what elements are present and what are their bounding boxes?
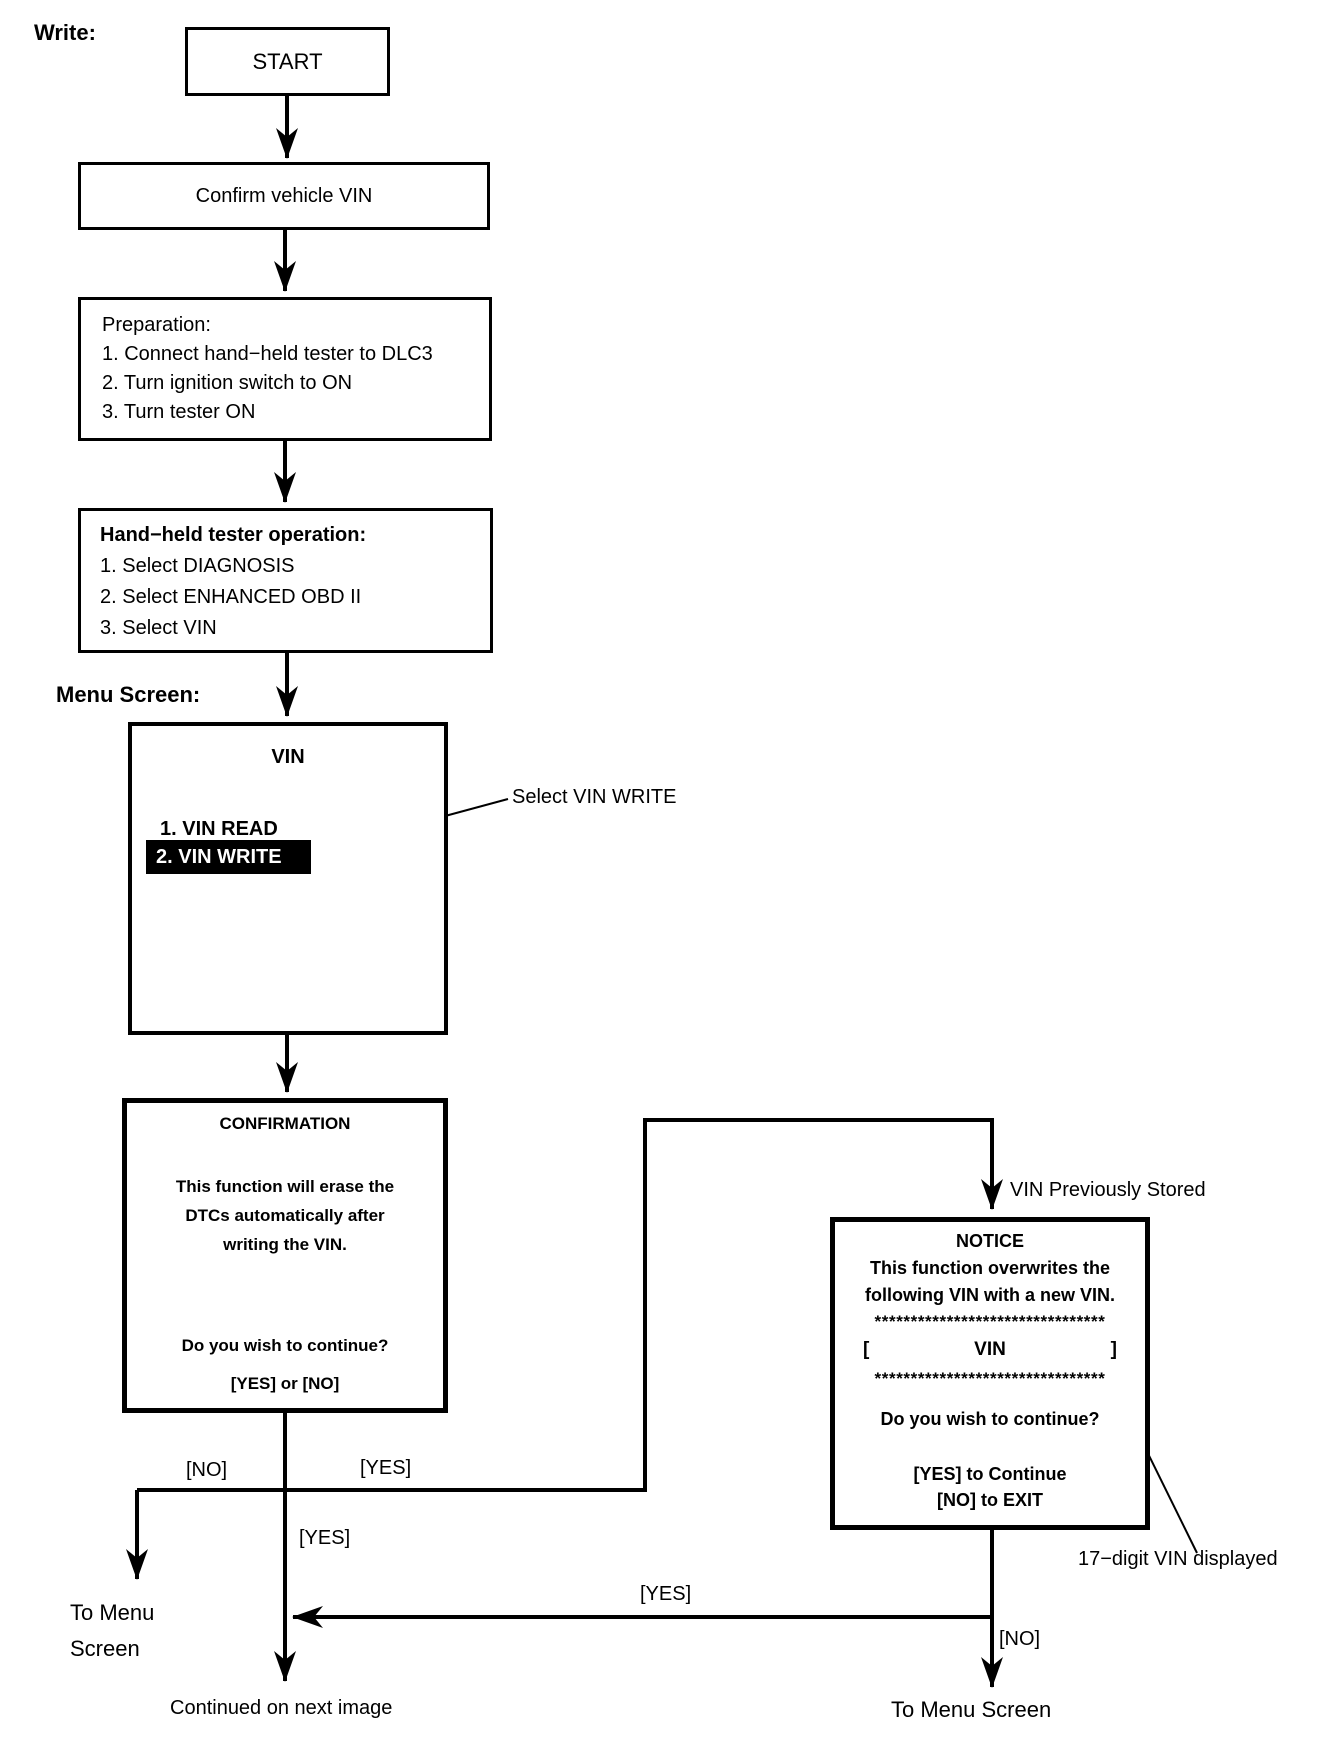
to-menu-screen-right-terminal: To Menu Screen [891,1697,1052,1722]
notice-vin-close-bracket: ] [1110,1339,1117,1360]
preparation-step-3: 3. Turn tester ON [102,401,256,423]
notice-body-2: following VIN with a new VIN. [864,1285,1115,1305]
confirmation-screen: CONFIRMATION This function will erase th… [122,1098,448,1413]
tester-operation-box: Hand−held tester operation: 1. Select DI… [78,508,493,653]
branch-label-yes-notice: [YES] [640,1583,692,1605]
start-box-label: START [252,48,323,74]
preparation-title: Preparation: [102,314,211,336]
notice-screen: NOTICE This function overwrites the foll… [830,1217,1150,1530]
to-menu-screen-left-terminal: To Menu Screen [70,1600,155,1661]
branch-label-yes-confirmation: [YES] [360,1457,412,1479]
tester-operation-step-3: 3. Select VIN [100,617,217,639]
write-section-label: Write: [34,20,96,45]
notice-yes-line: [YES] to Continue [913,1464,1067,1484]
vin-menu-screen: VIN 1. VIN READ 2. VIN WRITE [128,722,448,1035]
menu-screen-section-label: Menu Screen: [56,682,201,707]
seventeen-digit-vin-annotation: 17−digit VIN displayed [1078,1548,1278,1570]
line-yes-elbow-to-notice [137,1118,1003,1492]
branch-label-yes-continue: [YES] [299,1527,351,1549]
menu-item-vin-read: 1. VIN READ [160,818,278,840]
preparation-box: Preparation: 1. Connect hand−held tester… [78,297,492,441]
confirm-vin-label: Confirm vehicle VIN [195,184,373,207]
preparation-step-2: 2. Turn ignition switch to ON [102,372,353,394]
notice-vin-row: [ VIN ] [835,1339,1145,1361]
select-vin-write-annotation: Select VIN WRITE [512,786,677,808]
notice-no-line: [NO] to EXIT [937,1490,1043,1510]
continued-on-next-image-terminal: Continued on next image [170,1697,393,1719]
confirmation-body-1: This function will erase the [175,1177,395,1196]
vin-previously-stored-annotation: VIN Previously Stored [1010,1179,1206,1201]
notice-question: Do you wish to continue? [880,1409,1100,1429]
tester-operation-title: Hand−held tester operation: [100,524,367,546]
notice-vin-open-bracket: [ [863,1339,870,1360]
confirmation-body-2: DTCs automatically after [185,1206,385,1225]
notice-body-1: This function overwrites the [869,1258,1111,1278]
confirm-vin-box: Confirm vehicle VIN [78,162,490,230]
vin-menu-title: VIN [271,746,305,768]
start-box: START [185,27,390,96]
branch-label-no-confirmation: [NO] [186,1459,228,1481]
notice-title: NOTICE [955,1231,1024,1251]
tester-operation-step-2: 2. Select ENHANCED OBD II [100,586,362,608]
tester-operation-step-1: 1. Select DIAGNOSIS [100,555,295,577]
branch-label-no-notice: [NO] [999,1628,1041,1650]
menu-item-vin-write-highlighted: 2. VIN WRITE [146,840,311,874]
confirmation-options: [YES] or [NO] [230,1374,340,1393]
confirmation-title: CONFIRMATION [219,1114,351,1133]
notice-stars-bottom: ******************************** [874,1369,1106,1388]
confirmation-question: Do you wish to continue? [181,1336,389,1355]
notice-vin-label: VIN [974,1339,1006,1360]
notice-stars-top: ******************************** [874,1312,1106,1331]
preparation-step-1: 1. Connect hand−held tester to DLC3 [102,343,433,365]
confirmation-body-3: writing the VIN. [223,1235,347,1254]
